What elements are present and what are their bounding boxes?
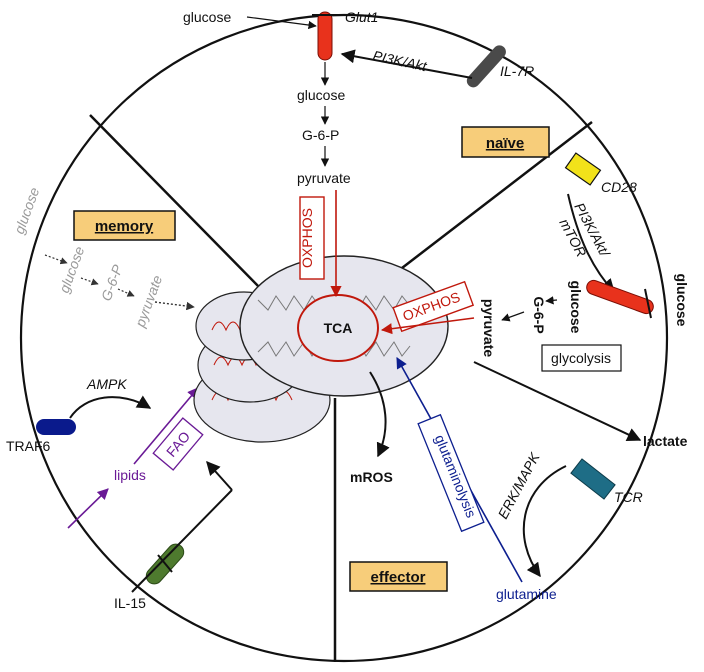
oxphos-right-box: [392, 280, 475, 333]
tcr-erk-arrow: [522, 465, 567, 578]
cd28-receptor: [564, 152, 602, 186]
tcr-receptor: [570, 458, 616, 500]
tca-label: TCA: [324, 320, 353, 336]
pi3k-akt-top-label: PI3K/Akt: [371, 47, 429, 74]
glycolysis-label: glycolysis: [551, 350, 611, 366]
g6p-right: G-6-P: [531, 296, 547, 333]
memory-box: [73, 210, 176, 241]
glycolysis-box: [541, 344, 622, 372]
pyruvate-memory: pyruvate: [131, 273, 165, 330]
memory-glucose-entry-arrow: [44, 254, 68, 265]
naive-box: [461, 126, 550, 158]
memory-pyruvate-mito-arrow: [154, 301, 195, 311]
pyruvate-right: pyruvate: [481, 299, 497, 358]
il15-signal-arrow: [131, 489, 233, 593]
cell-membrane: [19, 13, 669, 663]
traf6-label: TRAF6: [6, 438, 51, 454]
lipids-label: lipids: [114, 467, 146, 483]
il15-label: IL-15: [114, 595, 146, 611]
pyruvate-top: pyruvate: [297, 170, 351, 186]
traf6-ampk-arrow: [69, 395, 152, 419]
il15-membrane-tick: [157, 554, 173, 573]
membrane-tick-right: [644, 288, 652, 319]
il7r-to-glut1-arrow: [340, 49, 473, 79]
erk-mapk-label: ERK/MAPK: [495, 449, 543, 521]
divider-naive-right: [401, 121, 593, 269]
glucose-memory-outside: glucose: [11, 185, 43, 236]
glutaminolysis-box: [417, 413, 485, 533]
fao-box: [152, 417, 204, 471]
oxphos-top-label: OXPHOS: [299, 208, 315, 268]
lipids-to-mito-arrow: [133, 387, 199, 465]
cd28-to-glucose-arrow: [567, 193, 615, 294]
glucose-outside-right: glucose: [674, 274, 690, 327]
tca-to-mros-arrow: [369, 371, 390, 458]
glucose-inner-top: glucose: [297, 87, 345, 103]
effector-box: [349, 561, 448, 592]
il7r-receptor: [466, 45, 506, 88]
g6p-top: G-6-P: [302, 127, 339, 143]
glucose-transporter-right: [586, 279, 654, 315]
lipids-uptake-arrow: [67, 488, 109, 529]
glucose-memory-inside: glucose: [56, 244, 88, 295]
memory-g6p-pyruvate-arrow: [117, 288, 135, 297]
glut1-transporter: [317, 11, 333, 61]
glutamine-label: glutamine: [496, 586, 557, 602]
glucose-inside-right: glucose: [568, 281, 584, 334]
divider-memory-naive: [89, 114, 263, 291]
tcr-label: TCR: [614, 489, 643, 505]
il7r-label: IL-7R: [500, 63, 534, 79]
pyruvate-right-to-tca-arrow: [380, 317, 475, 335]
naive-label: naïve: [486, 135, 524, 152]
ampk-label: AMPK: [86, 376, 127, 392]
oxphos-top-box: [299, 196, 325, 280]
glut1-label: Glut1: [345, 9, 378, 25]
il15-to-fao-arrow: [206, 460, 233, 491]
glucose-to-g6p-right-arrow: [545, 296, 558, 305]
glucose-to-glut1-arrow: [246, 16, 317, 30]
memory-label: memory: [95, 218, 154, 235]
mitochondria-cluster: TCA: [193, 255, 449, 443]
g6p-memory: G-6-P: [98, 262, 126, 303]
effector-label: effector: [370, 569, 425, 586]
memory-glucose-g6p-arrow: [80, 277, 99, 286]
mros-label: mROS: [350, 469, 393, 485]
lactate-label: lactate: [643, 433, 688, 449]
pyruvate-to-lactate-arrow: [473, 361, 642, 441]
glucose-outside-top: glucose: [183, 9, 231, 25]
cd28-label: CD28: [601, 179, 637, 195]
g6p-to-pyruvate-arrow: [501, 311, 525, 322]
traf6-receptor: [36, 419, 76, 435]
